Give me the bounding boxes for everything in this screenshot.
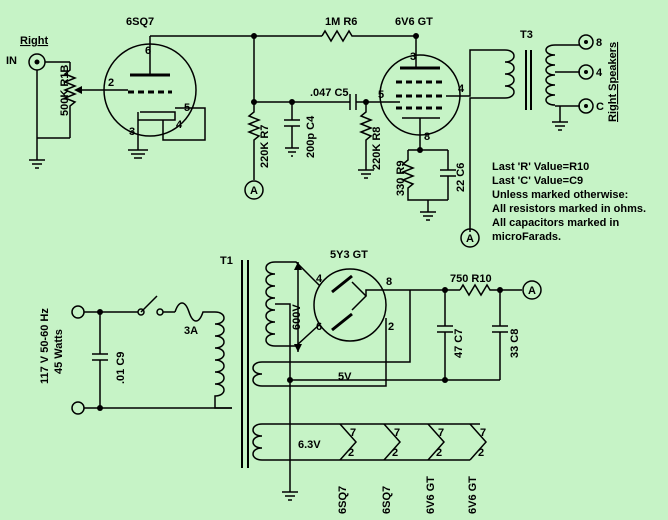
tube-6sq7-label: 6SQ7 <box>126 16 154 28</box>
heater-tap-3-pin2: 2 <box>436 447 442 459</box>
heater-tube-4: 6V6 GT <box>467 476 479 514</box>
input-jack: Right IN <box>6 35 70 169</box>
r1b-potentiometer: 500K R1B <box>37 62 100 139</box>
r7-resistor: 220K R7 <box>246 102 271 180</box>
r9-resistor: 330 R9 <box>395 150 448 201</box>
rect-heater-label: 5V <box>338 371 352 383</box>
rect-pin-4: 4 <box>316 273 323 285</box>
mains-line-2: 45 Watts <box>53 329 65 374</box>
r7-label: 220K R7 <box>259 125 271 168</box>
connector-a-1 <box>244 180 264 200</box>
heater-tube-1: 6SQ7 <box>337 486 349 514</box>
notes-block: Last 'R' Value=R10 Last 'C' Value=C9 Unl… <box>492 161 646 243</box>
heater-tap-2-pin2: 2 <box>392 447 398 459</box>
connector-a-1-label: A <box>250 185 258 197</box>
driver-pin-4: 4 <box>176 119 183 131</box>
speaker-terminals: 8 4 C Right Speakers <box>578 34 619 122</box>
tube-5y3gt: 5Y3 GT 4 6 8 2 <box>313 249 410 352</box>
r10-label: 750 R10 <box>450 273 492 285</box>
mains-input: 117 V 50-60 Hz 45 Watts <box>39 305 232 415</box>
c4-capacitor: 200p C4 <box>284 102 317 158</box>
note-line-5: All capacitors marked in <box>492 217 619 229</box>
connector-a-2 <box>460 228 480 248</box>
note-line-2: Last 'C' Value=C9 <box>492 175 583 187</box>
power-switch <box>137 295 175 316</box>
fuse-3a: 3A <box>174 302 215 337</box>
c6-label: 22 C6 <box>455 163 467 192</box>
output-pin-5: 5 <box>378 89 384 101</box>
tube-5y3gt-label: 5Y3 GT <box>330 249 368 261</box>
r8-resistor: 220K R8 <box>358 102 383 179</box>
connector-a-3-label: A <box>528 285 536 297</box>
heater-tap-2-pin7: 7 <box>394 427 400 439</box>
driver-pin-6: 6 <box>145 45 151 57</box>
r10-resistor: 750 R10 <box>450 273 522 297</box>
note-line-1: Last 'R' Value=R10 <box>492 161 589 173</box>
r6-label: 1M R6 <box>325 16 357 28</box>
driver-pin-5: 5 <box>184 102 190 114</box>
heater-winding: 6.3V 7 2 7 2 7 2 7 2 <box>252 423 488 461</box>
fuse-label: 3A <box>184 325 198 337</box>
c7-label: 47 C7 <box>453 329 465 358</box>
hv-label: 600V <box>291 304 303 330</box>
note-line-3: Unless marked otherwise: <box>492 189 628 201</box>
c6-capacitor: 22 C6 <box>440 150 467 200</box>
heater-tube-2: 6SQ7 <box>381 486 393 514</box>
speaker-tap-4: 4 <box>596 67 603 79</box>
c4-label: 200p C4 <box>305 115 317 158</box>
note-line-6: microFarads. <box>492 231 561 243</box>
note-line-4: All resistors marked in ohms. <box>492 203 646 215</box>
speaker-tap-8: 8 <box>596 37 602 49</box>
power-transformer-t1: T1 <box>220 255 249 468</box>
heater-tap-1-pin2: 2 <box>348 447 354 459</box>
driver-pin-2: 2 <box>108 77 114 89</box>
r1b-label: 500K R1B <box>59 65 71 116</box>
heater-tap-1-pin7: 7 <box>350 427 356 439</box>
driver-pin-3: 3 <box>129 126 135 138</box>
input-channel-label: Right <box>20 35 48 47</box>
tube-6v6gt: 6V6 GT 3 5 4 8 <box>378 16 505 150</box>
rect-pin-8: 8 <box>386 276 392 288</box>
connector-a-2-label: A <box>466 233 474 245</box>
output-transformer-t3: T3 <box>469 29 580 232</box>
tube-6sq7: 6SQ7 6 2 3 5 4 <box>100 16 206 159</box>
c8-label: 33 C8 <box>509 329 521 358</box>
connector-a-3 <box>522 280 542 300</box>
heater-tube-3: 6V6 GT <box>425 476 437 514</box>
r9-label: 330 R9 <box>395 161 407 196</box>
heater-tap-4-pin7: 7 <box>480 427 486 439</box>
t1-primary <box>214 311 232 409</box>
output-pin-4: 4 <box>458 83 465 95</box>
hv-winding: 600V <box>265 261 321 501</box>
input-in-label: IN <box>6 55 17 67</box>
c9-capacitor: .01 C9 <box>92 312 127 408</box>
t1-label: T1 <box>220 255 233 267</box>
speaker-tap-c: C <box>596 101 604 113</box>
rect-pin-6: 6 <box>316 321 322 333</box>
t3-label: T3 <box>520 29 533 41</box>
heater-label: 6.3V <box>298 439 321 451</box>
c9-label: .01 C9 <box>115 352 127 384</box>
output-pin-3: 3 <box>410 51 416 63</box>
c5-capacitor: .047 C5 <box>310 87 357 110</box>
r8-label: 220K R8 <box>371 127 383 170</box>
tube-6v6gt-label: 6V6 GT <box>395 16 433 28</box>
rect-pin-2: 2 <box>388 321 394 333</box>
c7-capacitor: 47 C7 <box>437 290 465 380</box>
c8-capacitor: 33 C8 <box>492 290 521 380</box>
heater-tap-4-pin2: 2 <box>478 447 484 459</box>
r6-resistor: 1M R6 <box>321 16 416 43</box>
speaker-label: Right Speakers <box>607 42 619 122</box>
c5-label: .047 C5 <box>310 87 349 99</box>
heater-tap-3-pin7: 7 <box>438 427 444 439</box>
mains-line-1: 117 V 50-60 Hz <box>39 308 51 384</box>
output-pin-8: 8 <box>424 131 430 143</box>
